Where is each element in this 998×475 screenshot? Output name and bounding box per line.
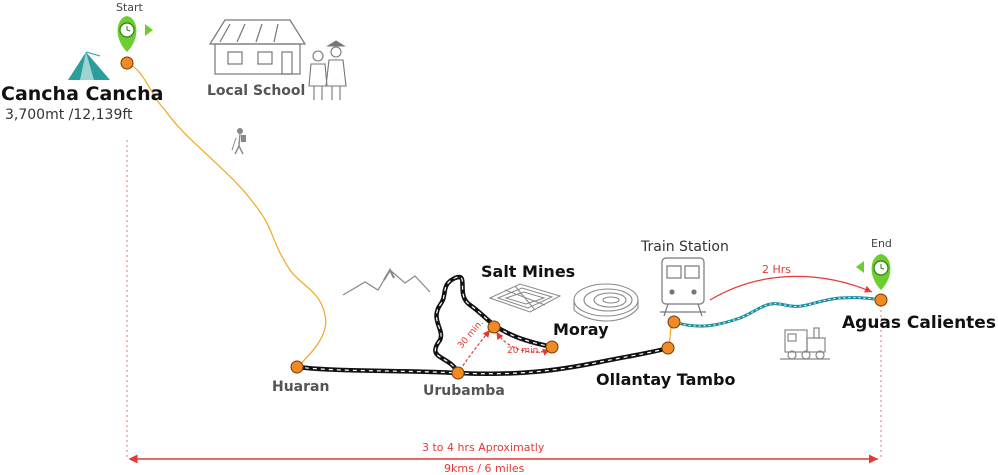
node-ollantay [661, 341, 675, 355]
tent-icon [68, 51, 110, 80]
arrow-train [709, 275, 873, 301]
mountains-icon [342, 267, 431, 296]
arrow-salt-moray [496, 332, 551, 356]
node-salt-mines [487, 320, 501, 334]
duration-train: 2 Hrs [762, 263, 792, 276]
node-huaran [290, 360, 304, 374]
salt-terraces-icon [488, 283, 562, 313]
end-label: End [871, 237, 892, 250]
footer-distance: 9kms / 6 miles [444, 462, 525, 475]
place-train-station: Train Station [641, 239, 729, 255]
place-cancha-cancha: Cancha Cancha [1, 83, 164, 105]
place-huaran: Huaran [272, 379, 330, 395]
place-moray: Moray [553, 320, 609, 339]
start-label: Start [116, 1, 143, 14]
node-aguas-calientes [874, 293, 888, 307]
hike-trail [126, 62, 327, 368]
pin-icon [856, 254, 891, 290]
place-salt-mines: Salt Mines [481, 262, 576, 281]
duration-moray: 20 min. [507, 346, 542, 356]
locomotive-icon [780, 327, 830, 360]
place-urubamba: Urubamba [423, 383, 505, 399]
moray-rings-icon [573, 283, 639, 322]
node-train-station [667, 315, 681, 329]
node-urubamba [451, 366, 465, 380]
place-local-school: Local School [207, 83, 306, 99]
node-cancha-cancha [120, 56, 134, 70]
place-aguas-calientes: Aguas Calientes [842, 313, 996, 333]
school-icon [208, 19, 307, 75]
arrow-urubamba-salt [459, 329, 491, 371]
cancha-altitude: 3,700mt /12,139ft [5, 107, 133, 123]
hiker-icon [231, 128, 246, 155]
footer-duration: 3 to 4 hrs Aproximatly [422, 441, 545, 454]
children-icon [308, 40, 347, 100]
train-station-icon [660, 257, 706, 317]
place-ollantay-tambo: Ollantay Tambo [596, 370, 736, 389]
pin-icon [117, 16, 153, 52]
node-moray [545, 340, 559, 354]
